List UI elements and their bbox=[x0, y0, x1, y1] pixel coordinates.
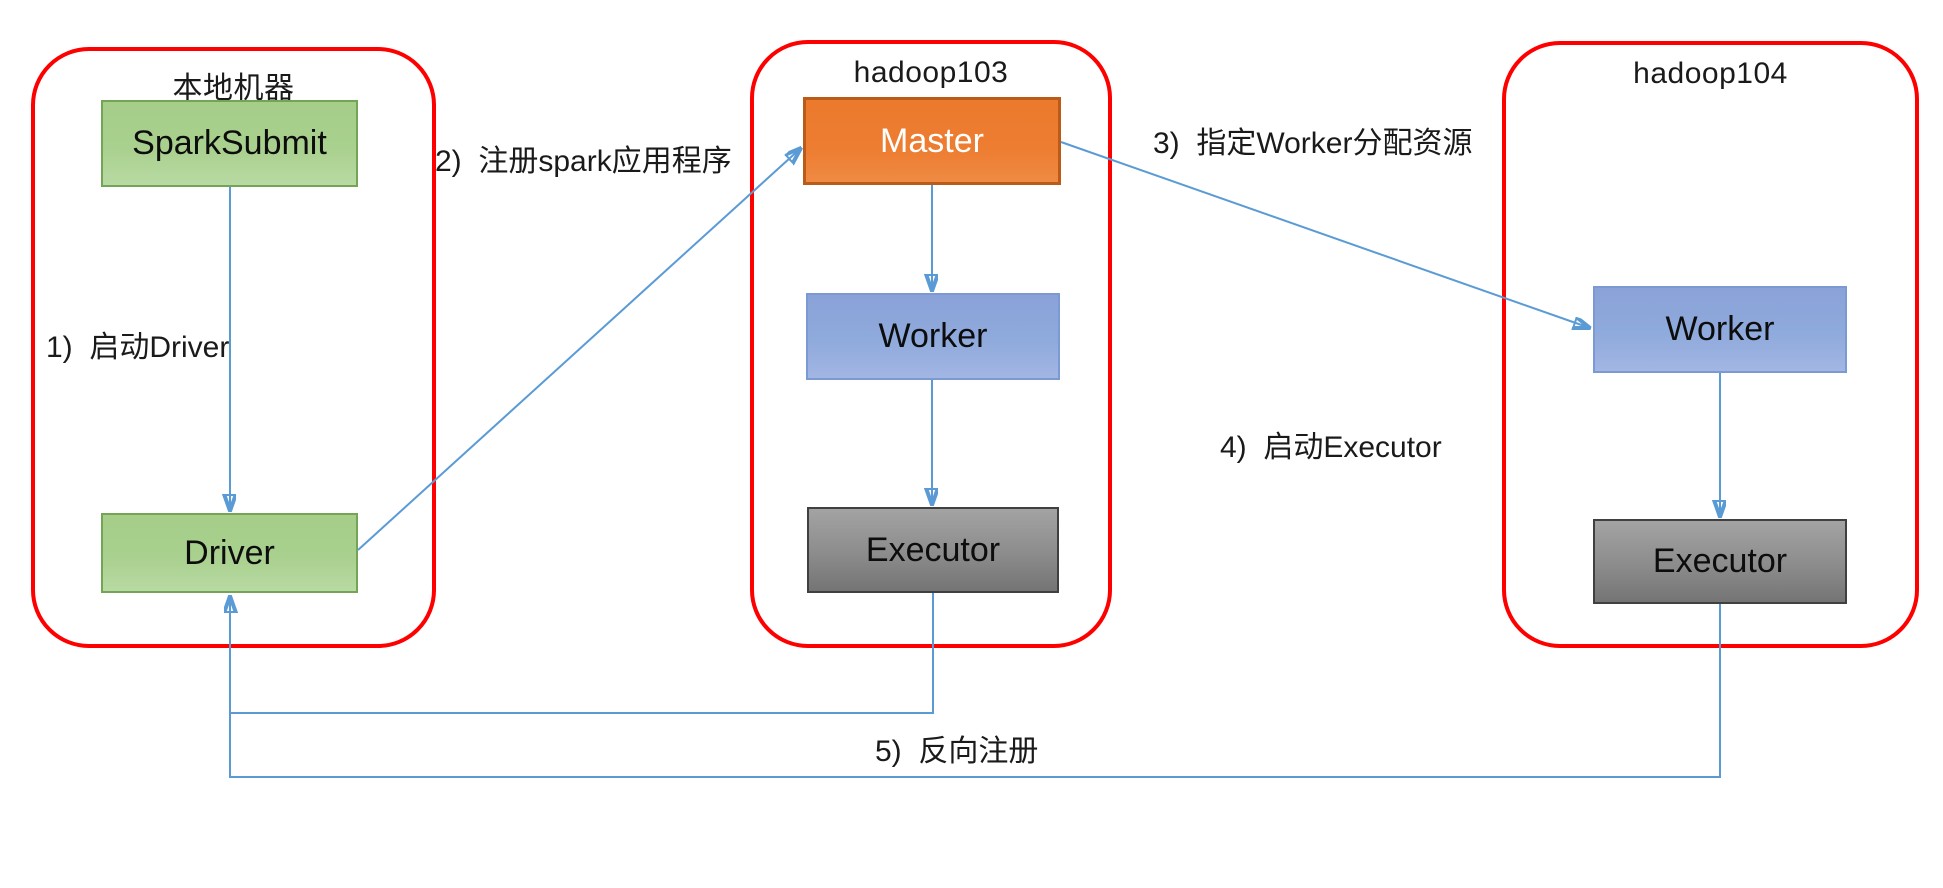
node-label-executor-hadoop104: Executor bbox=[1652, 542, 1788, 580]
container-title-hadoop103: hadoop103 bbox=[853, 56, 1009, 89]
step-label-5-reverse-register: 5) 反向注册 bbox=[875, 735, 1039, 768]
node-label-driver: Driver bbox=[184, 533, 275, 572]
container-title-hadoop104: hadoop104 bbox=[1633, 57, 1788, 90]
step-label-3-assign-worker-resources: 3) 指定Worker分配资源 bbox=[1153, 127, 1473, 160]
node-spark-submit: SparkSubmit bbox=[101, 100, 358, 187]
node-label-executor-hadoop103: Executor bbox=[865, 530, 1001, 569]
node-driver: Driver bbox=[101, 513, 358, 593]
node-worker-hadoop103: Worker bbox=[806, 293, 1060, 380]
node-label-master: Master bbox=[880, 121, 984, 160]
step-label-1-start-driver: 1) 启动Driver bbox=[46, 331, 230, 364]
node-label-worker-hadoop104: Worker bbox=[1665, 310, 1775, 348]
node-executor-hadoop103: Executor bbox=[807, 507, 1059, 593]
node-master: Master bbox=[803, 97, 1061, 185]
node-executor-hadoop104: Executor bbox=[1593, 519, 1847, 604]
node-label-spark-submit: SparkSubmit bbox=[132, 124, 327, 162]
step-label-2-register-spark-app: 2) 注册spark应用程序 bbox=[435, 145, 732, 178]
node-label-worker-hadoop103: Worker bbox=[878, 317, 988, 355]
container-title-local-machine: 本地机器 bbox=[172, 72, 295, 105]
node-worker-hadoop104: Worker bbox=[1593, 286, 1847, 373]
step-label-4-start-executor: 4) 启动Executor bbox=[1220, 431, 1442, 464]
